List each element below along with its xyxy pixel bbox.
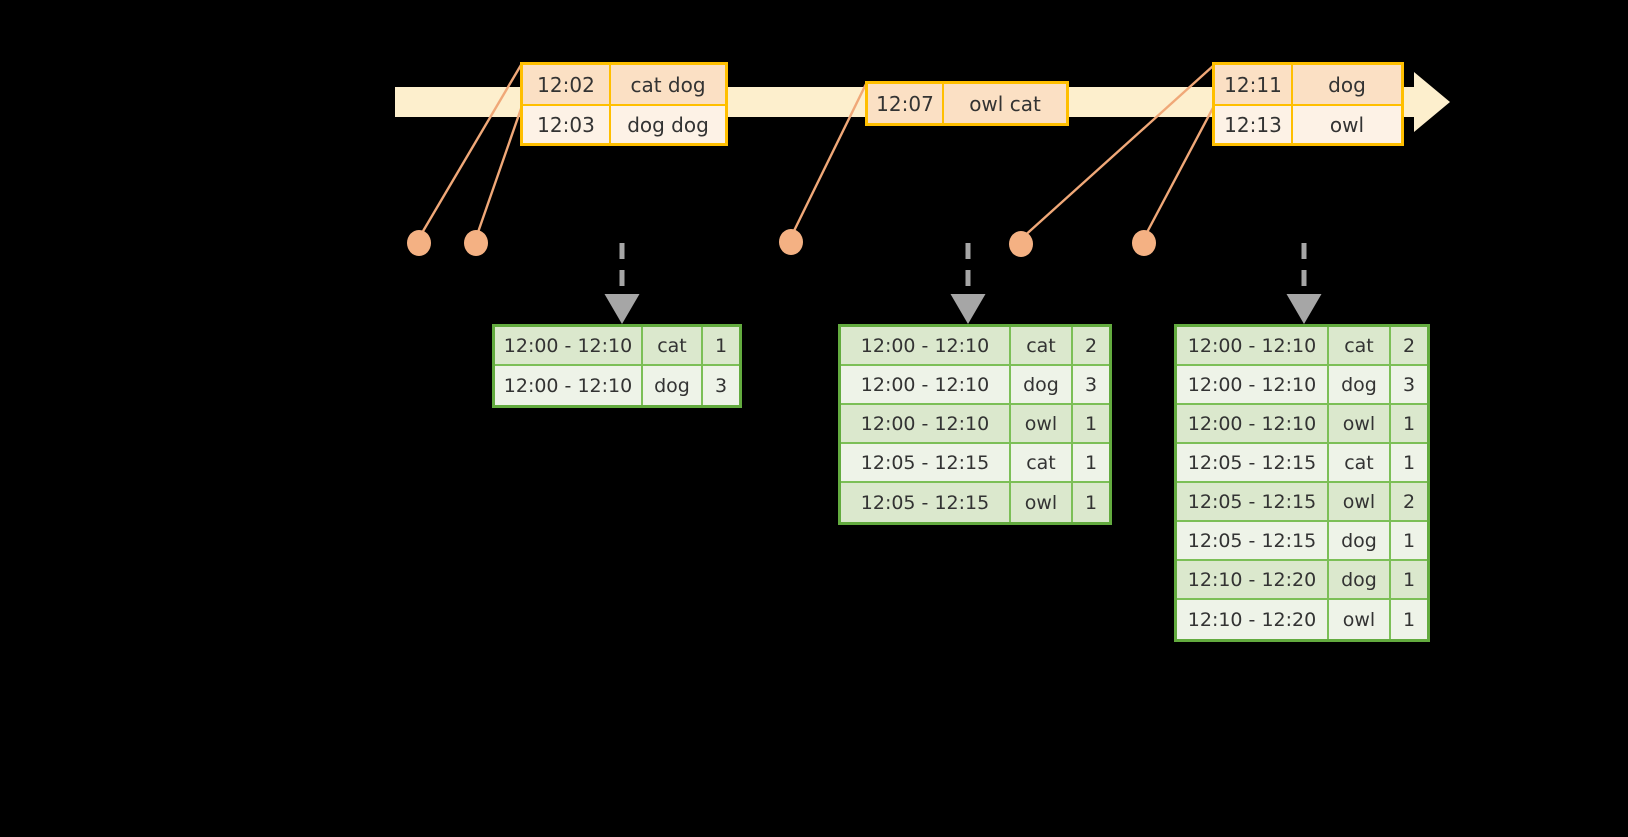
window-cell: 12:00 - 12:10 xyxy=(495,327,643,364)
window-cell: 12:00 - 12:10 xyxy=(1177,405,1329,442)
window-cell: 12:00 - 12:10 xyxy=(495,366,643,405)
window-cell: 12:00 - 12:10 xyxy=(841,405,1011,442)
event-box-2[interactable]: 12:07 owl cat xyxy=(865,81,1069,126)
word-cell: owl xyxy=(1329,405,1391,442)
table-row: 12:05 - 12:15 cat 1 xyxy=(1177,444,1427,483)
word-cell: dog xyxy=(1011,366,1073,403)
event-words: dog xyxy=(1328,72,1366,97)
count-cell: 1 xyxy=(1402,412,1416,435)
count-cell: 1 xyxy=(1402,568,1416,591)
event-marker-5 xyxy=(1132,230,1156,256)
table-row: 12:00 - 12:10 owl 1 xyxy=(841,405,1109,444)
event-row: 12:02 cat dog xyxy=(523,65,725,104)
window-cell: 12:00 - 12:10 xyxy=(1177,366,1329,403)
word-cell: dog xyxy=(1329,522,1391,559)
count-cell: 1 xyxy=(1084,451,1098,474)
count-cell: 3 xyxy=(1084,373,1098,396)
table-row: 12:05 - 12:15 dog 1 xyxy=(1177,522,1427,561)
result-table-2[interactable]: 12:00 - 12:10 cat 2 12:00 - 12:10 dog 3 … xyxy=(838,324,1112,525)
table-row: 12:00 - 12:10 dog 3 xyxy=(495,366,739,405)
word-cell: cat xyxy=(1011,444,1073,481)
count-cell: 1 xyxy=(1402,608,1416,631)
window-cell: 12:05 - 12:15 xyxy=(841,483,1011,522)
word-cell: dog xyxy=(1329,561,1391,598)
table-row: 12:05 - 12:15 owl 2 xyxy=(1177,483,1427,522)
table-row: 12:05 - 12:15 owl 1 xyxy=(841,483,1109,522)
result-table-1[interactable]: 12:00 - 12:10 cat 1 12:00 - 12:10 dog 3 xyxy=(492,324,742,408)
table-row: 12:00 - 12:10 cat 2 xyxy=(841,327,1109,366)
table-row: 12:00 - 12:10 cat 1 xyxy=(495,327,739,366)
table-row: 12:10 - 12:20 owl 1 xyxy=(1177,600,1427,639)
event-time: 12:02 xyxy=(523,65,611,104)
window-cell: 12:00 - 12:10 xyxy=(841,327,1011,364)
count-cell: 1 xyxy=(714,334,728,357)
window-cell: 12:00 - 12:10 xyxy=(1177,327,1329,364)
event-words: owl cat xyxy=(969,91,1041,116)
word-cell: owl xyxy=(1329,483,1391,520)
event-row: 12:03 dog dog xyxy=(523,104,725,143)
event-marker-3 xyxy=(779,229,803,255)
window-cell: 12:00 - 12:10 xyxy=(841,366,1011,403)
event-words: owl xyxy=(1329,112,1365,137)
count-cell: 2 xyxy=(1402,334,1416,357)
table-row: 12:00 - 12:10 owl 1 xyxy=(1177,405,1427,444)
word-cell: owl xyxy=(1011,405,1073,442)
event-markers xyxy=(407,229,1156,257)
word-cell: cat xyxy=(1329,327,1391,364)
event-time: 12:07 xyxy=(868,84,944,123)
leader-line-5 xyxy=(1142,103,1217,239)
word-cell: dog xyxy=(1329,366,1391,403)
word-cell: cat xyxy=(1011,327,1073,364)
count-cell: 1 xyxy=(1402,529,1416,552)
event-marker-2 xyxy=(464,230,488,256)
word-cell: owl xyxy=(1329,600,1391,639)
event-row: 12:13 owl xyxy=(1215,104,1401,143)
window-cell: 12:05 - 12:15 xyxy=(841,444,1011,481)
window-cell: 12:10 - 12:20 xyxy=(1177,561,1329,598)
word-cell: owl xyxy=(1011,483,1073,522)
event-words: dog dog xyxy=(627,112,709,137)
event-row: 12:11 dog xyxy=(1215,65,1401,104)
event-row: 12:07 owl cat xyxy=(868,84,1066,123)
count-cell: 1 xyxy=(1084,491,1098,514)
word-cell: cat xyxy=(1329,444,1391,481)
event-time: 12:13 xyxy=(1215,106,1293,143)
timeline-arrowhead-icon xyxy=(1414,72,1450,132)
event-box-1[interactable]: 12:02 cat dog 12:03 dog dog xyxy=(520,62,728,146)
window-cell: 12:05 - 12:15 xyxy=(1177,444,1329,481)
table-row: 12:05 - 12:15 cat 1 xyxy=(841,444,1109,483)
window-cell: 12:05 - 12:15 xyxy=(1177,483,1329,520)
event-time: 12:11 xyxy=(1215,65,1293,104)
count-cell: 3 xyxy=(1402,373,1416,396)
table-row: 12:10 - 12:20 dog 1 xyxy=(1177,561,1427,600)
leader-line-2 xyxy=(474,102,525,239)
word-cell: dog xyxy=(643,366,703,405)
count-cell: 1 xyxy=(1084,412,1098,435)
window-cell: 12:10 - 12:20 xyxy=(1177,600,1329,639)
count-cell: 2 xyxy=(1084,334,1098,357)
count-cell: 2 xyxy=(1402,490,1416,513)
table-row: 12:00 - 12:10 dog 3 xyxy=(841,366,1109,405)
event-marker-4 xyxy=(1009,231,1033,257)
table-row: 12:00 - 12:10 dog 3 xyxy=(1177,366,1427,405)
word-cell: cat xyxy=(643,327,703,364)
event-words: cat dog xyxy=(630,72,706,97)
event-box-3[interactable]: 12:11 dog 12:13 owl xyxy=(1212,62,1404,146)
window-cell: 12:05 - 12:15 xyxy=(1177,522,1329,559)
count-cell: 1 xyxy=(1402,451,1416,474)
result-table-3[interactable]: 12:00 - 12:10 cat 2 12:00 - 12:10 dog 3 … xyxy=(1174,324,1430,642)
count-cell: 3 xyxy=(714,374,728,397)
event-time: 12:03 xyxy=(523,106,611,143)
event-marker-1 xyxy=(407,230,431,256)
table-row: 12:00 - 12:10 cat 2 xyxy=(1177,327,1427,366)
